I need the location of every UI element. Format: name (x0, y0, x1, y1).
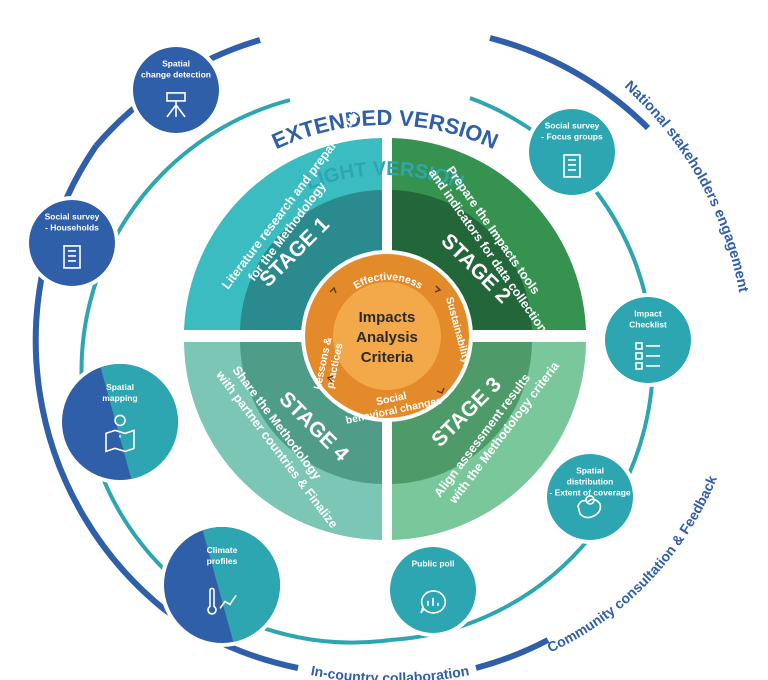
tool-label-7-1: Impact (634, 308, 662, 318)
core-line-1: Impacts (359, 309, 416, 326)
core-line-3: Criteria (361, 349, 414, 366)
tool-label-2-1: Social survey (45, 211, 100, 221)
tool-node-2[interactable]: Social survey- Households (25, 196, 119, 290)
core-line-2: Analysis (356, 329, 418, 346)
region-pin-icon (577, 495, 602, 519)
theodolite-icon (166, 92, 186, 118)
tool-node-8[interactable]: Social survey- Focus groups (525, 105, 619, 199)
tool-label-6-3: - Extent of coverage (549, 487, 631, 497)
tool-label-6-1: Spatial (576, 465, 604, 475)
tool-label-1-2: change detection (141, 69, 211, 79)
tool-label-6-2: distribution (567, 476, 614, 486)
poll-chat-icon (420, 590, 447, 614)
tool-label-5-1: Public poll (412, 558, 455, 568)
thermometer-chart-icon (207, 587, 237, 615)
tool-label-7-2: Checklist (629, 319, 667, 329)
tool-label-4-2: profiles (207, 556, 238, 566)
checklist-icon (635, 342, 660, 370)
tool-label-2-2: - Households (45, 222, 99, 232)
tool-label-3-1: Spatial (106, 382, 134, 392)
tool-label-8-1: Social survey (545, 120, 600, 130)
extended-version-title: EXTENDED VERSION (268, 105, 502, 154)
core-chevrons (326, 285, 445, 394)
stage-4-quadrant[interactable] (184, 342, 382, 540)
in-country-collaboration-label: In-country collaboration (310, 662, 471, 680)
stage-2-quadrant[interactable] (392, 138, 586, 330)
map-pin-icon (105, 414, 135, 453)
clipboard-icon (63, 245, 81, 269)
tool-label-1-1: Spatial (162, 58, 190, 68)
national-stakeholders-label: National stakeholders engagement (621, 78, 751, 294)
stage-3-quadrant[interactable] (392, 342, 586, 540)
core-circle (301, 250, 473, 422)
stage-1-quadrant[interactable] (184, 138, 382, 330)
clipboard-icon (563, 154, 581, 178)
tool-label-8-2: - Focus groups (541, 131, 603, 141)
tool-label-4-1: Climate (207, 545, 238, 555)
tool-node-5[interactable]: Public poll (386, 543, 480, 637)
tool-label-3-2: mapping (102, 393, 137, 403)
